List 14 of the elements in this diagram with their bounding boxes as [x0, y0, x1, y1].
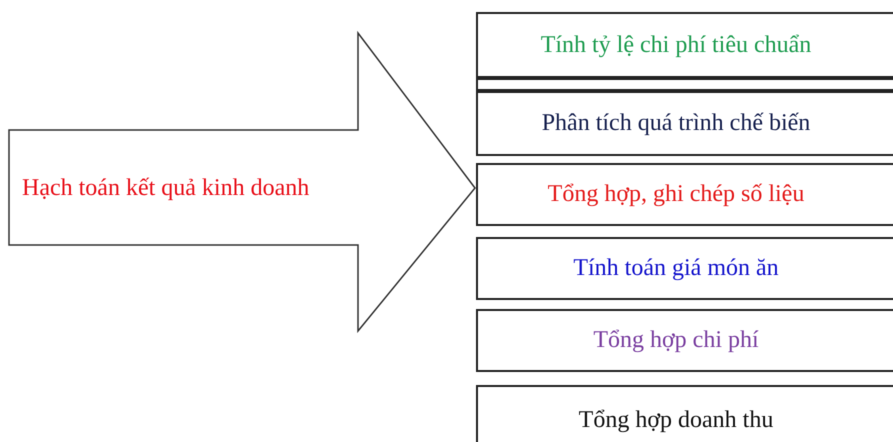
box-label: Tính tỷ lệ chi phí tiêu chuẩn: [540, 32, 812, 58]
box-label: Phân tích quá trình chế biến: [542, 110, 810, 137]
hidden-box: [476, 78, 893, 91]
arrow-label: Hạch toán kết quả kinh doanh: [22, 175, 310, 202]
box-label: Tổng hợp chi phí: [593, 327, 759, 354]
process-box: [476, 12, 893, 78]
box-label: Tổng hợp doanh thu: [578, 406, 774, 434]
box-label: Tính toán giá món ăn: [573, 255, 779, 282]
process-box: [476, 237, 893, 300]
process-box: [476, 91, 893, 156]
box-label: Tổng hợp, ghi chép số liệu: [548, 181, 804, 208]
process-box: [476, 309, 893, 372]
process-box: [476, 385, 893, 442]
process-box: [476, 163, 893, 226]
